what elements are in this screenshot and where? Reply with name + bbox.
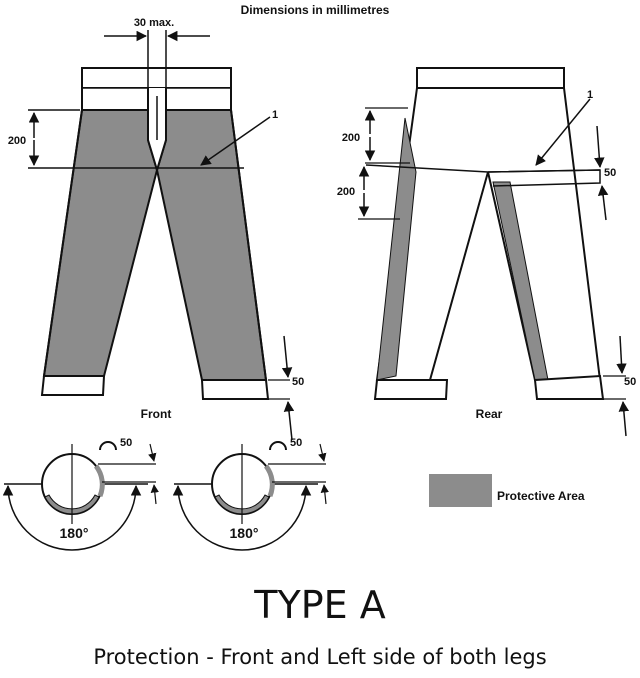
front-waistband <box>81 67 232 89</box>
front-callout-label: 1 <box>272 109 278 121</box>
front-hem-dim-label: 50 <box>292 376 304 388</box>
rear-seat-band <box>487 169 601 187</box>
front-hem-dimension: 50 <box>268 335 304 441</box>
legend: Protective Area <box>429 474 585 507</box>
front-trousers <box>40 67 270 400</box>
rear-right-hem <box>533 374 605 400</box>
rear-trousers <box>365 67 605 400</box>
rear-hem-dimension: 50 <box>603 335 636 437</box>
rear-lower-dim-label: 200 <box>337 186 355 198</box>
front-right-leg-protective <box>155 109 268 381</box>
section-2-overlap-label: 50 <box>290 437 302 449</box>
rear-hem-dim-label: 50 <box>624 376 636 388</box>
front-callout: 1 <box>200 109 278 166</box>
front-right-hem <box>200 379 270 400</box>
footer-subtitle: Protection - Front and Left side of both… <box>93 645 546 669</box>
legend-swatch <box>429 474 492 507</box>
rear-callout-label: 1 <box>587 89 593 101</box>
rear-view-label: Rear <box>476 407 503 421</box>
rear-seat-dimension: 50 <box>594 125 616 221</box>
rear-seat-dim-label: 50 <box>604 167 616 179</box>
cross-section-2: 50 180° <box>172 437 329 551</box>
footer-title: TYPE A <box>253 583 385 627</box>
dimensions-note: Dimensions in millimetres <box>241 3 390 17</box>
section-1-overlap-label: 50 <box>120 437 132 449</box>
rear-left-hem <box>373 379 449 400</box>
cross-section-1: 50 180° <box>2 437 159 551</box>
section-1-angle-label: 180° <box>60 525 89 541</box>
front-crotch-dimension: 200 <box>8 109 80 169</box>
front-waist-gap-label: 30 max. <box>134 17 174 29</box>
front-left-hem <box>40 375 106 396</box>
front-crotch-dim-label: 200 <box>8 135 26 147</box>
rear-waistband <box>416 67 565 89</box>
front-view-label: Front <box>141 407 172 421</box>
section-2-angle-label: 180° <box>230 525 259 541</box>
legend-label: Protective Area <box>497 489 585 503</box>
front-left-leg-protective <box>42 109 159 377</box>
front-waist-gap-dimension: 30 max. <box>104 17 210 88</box>
rear-upper-dim-label: 200 <box>342 132 360 144</box>
rear-left-leg-protective <box>376 117 417 381</box>
rear-lower-dimension: 200 <box>337 165 400 220</box>
rear-callout: 1 <box>535 89 593 166</box>
rear-body <box>375 87 602 381</box>
rear-upper-dimension: 200 <box>342 107 410 164</box>
front-outline <box>43 68 267 381</box>
